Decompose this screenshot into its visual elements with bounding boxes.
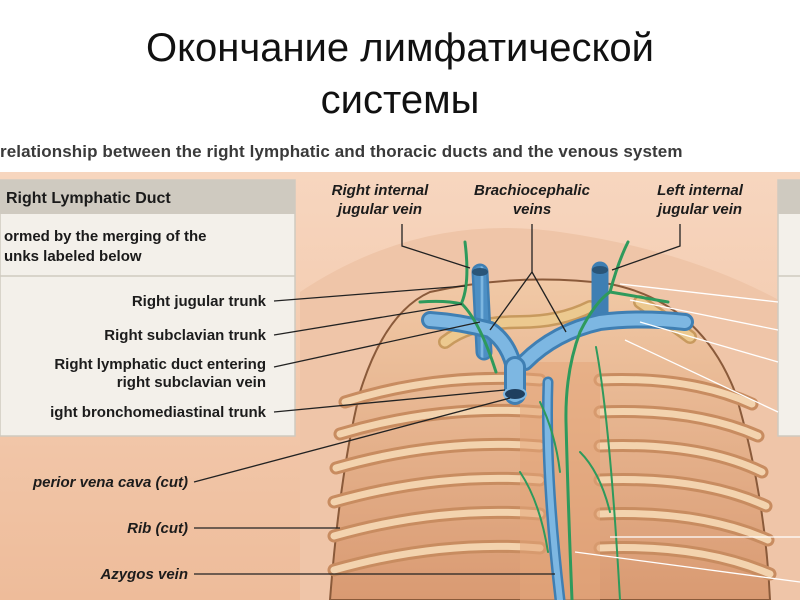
right-lymphatic-duct-panel: Right Lymphatic Duct ormed by the mergin… [0, 179, 296, 437]
anatomy-figure: Right Lymphatic Duct ormed by the mergin… [0, 172, 800, 600]
right-panel-body [777, 179, 800, 437]
veins [421, 261, 694, 600]
label-right-jugular-trunk: Right jugular trunk [132, 293, 267, 310]
slide-title-line-1: Окончание лимфатической [145, 26, 655, 70]
ribs [327, 371, 777, 581]
vena-cava-cut [503, 387, 527, 401]
slide-title-line-2: системы [320, 78, 480, 122]
panel-header [0, 180, 295, 214]
label-right-internal-jugular-line-2: jugular vein [336, 201, 422, 218]
leader-lines [193, 224, 800, 583]
label-superior-vena-cava: perior vena cava (cut) [32, 474, 188, 491]
jugular-cut-left [592, 266, 608, 274]
panel-description-line-1: ormed by the merging of the [4, 228, 207, 245]
label-left-internal-jugular-line-1: Left internal [657, 182, 744, 199]
panel-description-line-2: unks labeled below [4, 248, 142, 265]
label-right-bronchomediastinal-trunk: ight bronchomediastinal trunk [50, 404, 267, 421]
panel-body [0, 179, 296, 437]
label-right-lymphatic-duct-line-2: right subclavian vein [117, 374, 266, 391]
label-right-subclavian-trunk: Right subclavian trunk [104, 327, 266, 344]
label-brachiocephalic-line-1: Brachiocephalic [474, 182, 591, 199]
panel-title: Right Lymphatic Duct [6, 190, 171, 207]
slide-title: Окончание лимфатической системы [0, 22, 800, 126]
label-left-internal-jugular-line-2: jugular vein [656, 201, 742, 218]
thoracic-duct-panel [777, 179, 800, 437]
label-right-internal-jugular-line-1: Right internal [332, 182, 429, 199]
label-brachiocephalic-line-2: veins [513, 201, 551, 218]
right-panel-header [778, 180, 800, 214]
label-rib-cut: Rib (cut) [127, 520, 188, 537]
jugular-cut-right [472, 268, 488, 276]
figure-heading: relationship between the right lymphatic… [0, 142, 683, 161]
label-azygos-vein: Azygos vein [99, 566, 188, 583]
label-right-lymphatic-duct-line-1: Right lymphatic duct entering [54, 356, 266, 373]
